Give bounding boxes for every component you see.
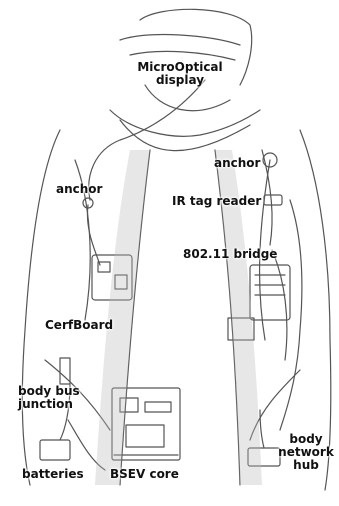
anchor-left-label: anchor — [56, 183, 102, 196]
cerfboard-label: CerfBoard — [45, 319, 113, 332]
body-network-hub-label-line3: hub — [276, 459, 336, 472]
802-11-bridge-label: 802.11 bridge — [183, 248, 277, 261]
body-network-hub-label: body network hub — [276, 433, 336, 472]
microoptical-display-label-line2: display — [124, 74, 236, 87]
bsev-core-label: BSEV core — [110, 468, 179, 481]
body-bus-junction-label: body bus junction — [18, 385, 80, 411]
body-bus-junction-label-line2: junction — [18, 398, 80, 411]
ir-tag-reader-label: IR tag reader — [172, 195, 261, 208]
microoptical-display-label: MicroOptical display — [124, 61, 236, 87]
anchor-right-label: anchor — [214, 157, 260, 170]
batteries-label: batteries — [22, 468, 84, 481]
